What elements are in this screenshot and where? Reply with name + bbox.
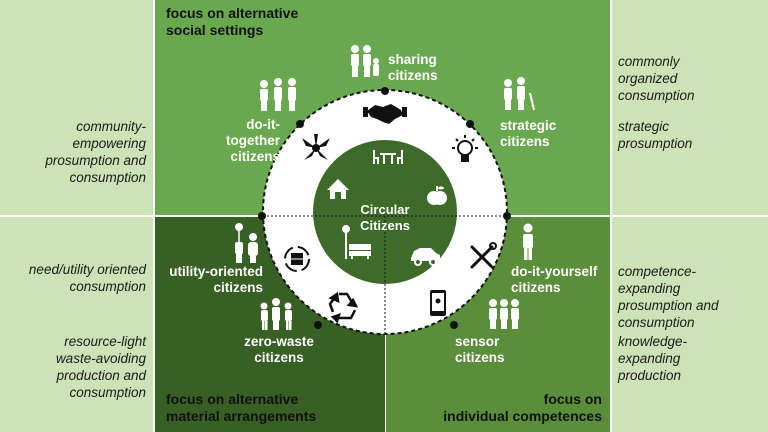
strategic-cat-line-2: citizens bbox=[500, 134, 550, 149]
sharing-line-1: sharing bbox=[388, 52, 437, 67]
sharing-people-icon bbox=[351, 45, 379, 77]
knowledge-line-2: expanding bbox=[618, 351, 681, 366]
strategic-line-1: strategic bbox=[618, 119, 670, 134]
competence-expanding-text: competence- expanding prosumption and co… bbox=[618, 263, 719, 331]
tools-icon bbox=[470, 242, 497, 269]
commonly-organized-text: commonly organized consumption bbox=[618, 53, 695, 104]
park-bench-icon bbox=[342, 225, 371, 259]
focus-individual-competences: focus on individual competences bbox=[443, 391, 602, 425]
zerowaste-line-1: zero-waste bbox=[244, 334, 314, 349]
dotogether-line-1: do-it- bbox=[246, 117, 280, 132]
do-it-together-citizens-label: do-it- together citizens bbox=[226, 117, 280, 165]
utility-line-2: citizens bbox=[213, 280, 263, 295]
dotogether-line-2: together bbox=[226, 133, 280, 148]
strategic-cat-line-1: strategic bbox=[500, 118, 557, 133]
competence-line-3: prosumption and bbox=[618, 298, 719, 313]
focus-material-line-2: material arrangements bbox=[166, 408, 317, 424]
community-line-1: community- bbox=[76, 119, 146, 134]
sharing-line-2: citizens bbox=[388, 68, 438, 83]
strategic-prosumption-text: strategic prosumption bbox=[618, 118, 692, 152]
community-line-4: consumption bbox=[69, 170, 146, 185]
lightbulb-icon bbox=[452, 135, 478, 162]
knowledge-line-3: production bbox=[618, 368, 682, 383]
box-cycle-icon bbox=[284, 246, 310, 272]
need-utility-text: need/utility oriented consumption bbox=[29, 261, 146, 295]
together-people-icon bbox=[260, 78, 296, 111]
circular-citizens-title: Circular Citizens bbox=[345, 202, 425, 234]
competence-line-2: expanding bbox=[618, 281, 681, 296]
strategic-people-icon bbox=[504, 77, 535, 111]
need-line-1: need/utility oriented bbox=[28, 262, 146, 277]
sensor-people-icon bbox=[489, 299, 519, 329]
commonly-line-3: consumption bbox=[618, 88, 695, 103]
table-chairs-icon bbox=[373, 150, 403, 164]
competence-line-4: consumption bbox=[618, 315, 695, 330]
sharing-citizens-label: sharing citizens bbox=[388, 52, 438, 84]
handshake-icon bbox=[363, 104, 407, 124]
resource-line-3: production and bbox=[56, 368, 146, 383]
center-title-line-2: Citizens bbox=[360, 218, 410, 233]
need-line-2: consumption bbox=[69, 279, 146, 294]
utility-oriented-citizens-label: utility-oriented citizens bbox=[169, 264, 263, 296]
diy-person-icon bbox=[523, 223, 533, 260]
competence-line-1: competence- bbox=[618, 264, 697, 279]
resource-light-text: resource-light waste-avoiding production… bbox=[56, 333, 146, 401]
ring-segment-dots bbox=[258, 87, 511, 329]
sensor-line-1: sensor bbox=[455, 334, 500, 349]
zerowaste-line-2: citizens bbox=[254, 350, 304, 365]
resource-line-4: consumption bbox=[69, 385, 146, 400]
strategic-citizens-label: strategic citizens bbox=[500, 118, 556, 150]
knowledge-line-1: knowledge- bbox=[618, 334, 688, 349]
dotogether-line-3: citizens bbox=[230, 149, 280, 164]
zerowaste-people-icon bbox=[260, 298, 292, 330]
apple-icon bbox=[427, 186, 447, 205]
utility-people-icon bbox=[235, 223, 258, 263]
do-it-yourself-citizens-label: do-it-yourself citizens bbox=[511, 264, 597, 296]
car-icon bbox=[411, 248, 440, 266]
zero-waste-citizens-label: zero-waste citizens bbox=[240, 334, 318, 366]
focus-social-line-2: social settings bbox=[166, 22, 264, 38]
community-empowering-text: community- empowering prosumption and co… bbox=[45, 118, 146, 186]
recycle-icon bbox=[328, 291, 359, 324]
community-line-2: empowering bbox=[72, 136, 146, 151]
sensor-line-2: citizens bbox=[455, 350, 505, 365]
strategic-line-2: prosumption bbox=[618, 136, 693, 151]
focus-competences-line-1: focus on bbox=[543, 391, 602, 407]
focus-material-line-1: focus on alternative bbox=[166, 391, 299, 407]
commonly-line-1: commonly bbox=[618, 54, 680, 69]
left-divider bbox=[153, 0, 155, 432]
commonly-line-2: organized bbox=[618, 71, 678, 86]
utility-line-1: utility-oriented bbox=[169, 264, 263, 279]
right-divider bbox=[610, 0, 612, 432]
smartphone-icon bbox=[430, 290, 446, 316]
resource-line-1: resource-light bbox=[64, 334, 146, 349]
focus-social-settings: focus on alternative social settings bbox=[166, 5, 298, 39]
house-icon bbox=[327, 179, 349, 199]
focus-competences-line-2: individual competences bbox=[443, 408, 602, 424]
sensor-citizens-label: sensor citizens bbox=[455, 334, 505, 366]
diy-line-1: do-it-yourself bbox=[511, 264, 598, 279]
diy-line-2: citizens bbox=[511, 280, 561, 295]
knowledge-expanding-text: knowledge- expanding production bbox=[618, 333, 687, 384]
resource-line-2: waste-avoiding bbox=[55, 351, 146, 366]
focus-material-arrangements: focus on alternative material arrangemen… bbox=[166, 391, 316, 425]
hands-together-icon bbox=[302, 134, 330, 160]
community-line-3: prosumption and bbox=[45, 153, 146, 168]
center-title-line-1: Circular bbox=[360, 202, 410, 217]
focus-social-line-1: focus on alternative bbox=[166, 5, 299, 21]
